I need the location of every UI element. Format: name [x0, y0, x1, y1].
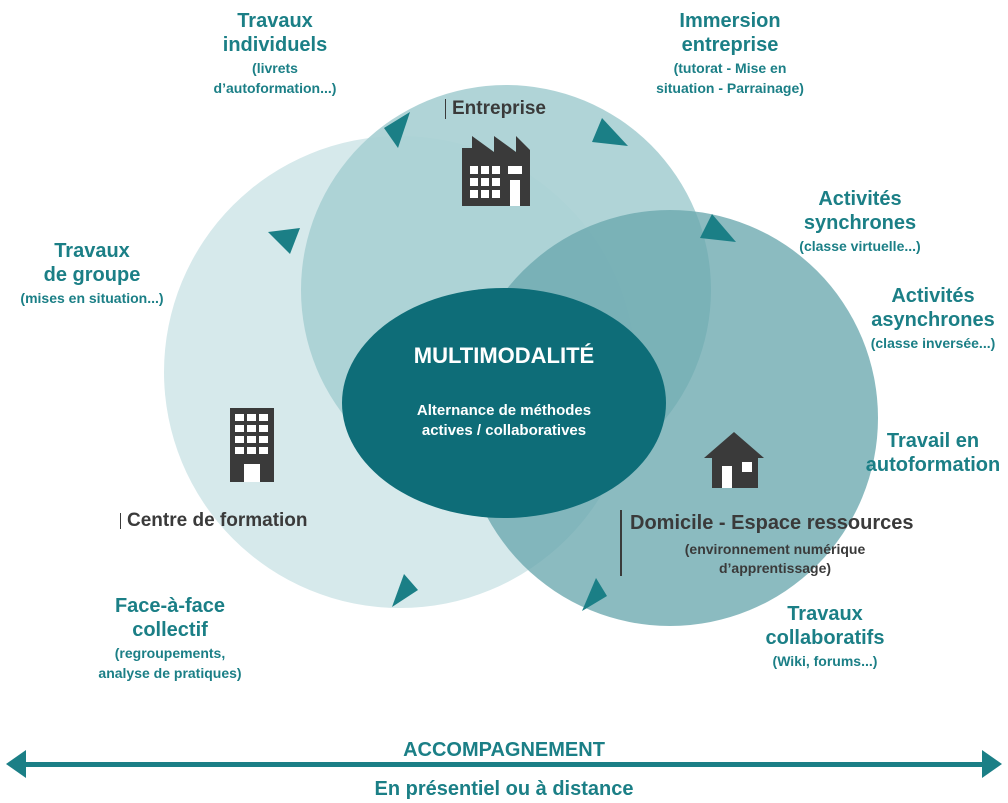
arrow-icon — [582, 578, 607, 611]
factory-icon — [462, 136, 530, 206]
house-icon — [704, 432, 764, 488]
place-entreprise: Entreprise — [445, 98, 546, 120]
arrow-icon — [268, 228, 300, 254]
center-ellipse — [342, 288, 666, 518]
label-face-a-face: Face-à-face collectif (regroupements, an… — [98, 595, 242, 681]
accompagnement-subtitle: En présentiel ou à distance — [374, 778, 634, 800]
center-subtitle-line1: Alternance de méthodes — [416, 402, 592, 419]
arrow-icon — [384, 112, 410, 148]
domicile-divider — [620, 510, 622, 576]
accompagnement-arrow — [6, 750, 1002, 778]
arrow-icon — [392, 574, 418, 607]
label-immersion-entreprise: Immersion entreprise (tutorat - Mise en … — [656, 10, 804, 96]
accompagnement-title: ACCOMPAGNEMENT — [403, 739, 605, 761]
office-building-icon — [230, 408, 274, 482]
label-activites-asynchrones: Activités asynchrones (classe inversée..… — [870, 285, 996, 352]
place-centre-formation: Centre de formation — [120, 510, 308, 532]
label-travaux-individuels: Travaux individuels (livrets d’autoforma… — [213, 10, 337, 96]
label-travaux-groupe: Travaux de groupe (mises en situation...… — [20, 240, 164, 307]
cycle-arrows — [268, 112, 736, 611]
arrow-icon — [700, 214, 736, 242]
domicile-subtitle: (environnement numérique d’apprentissage… — [684, 541, 866, 576]
center-title: MULTIMODALITÉ — [413, 343, 595, 368]
place-domicile: Domicile - Espace ressources — [630, 512, 914, 534]
center-subtitle-line2: actives / collaboratives — [421, 421, 587, 439]
label-travaux-collaboratifs: Travaux collaboratifs (Wiki, forums...) — [765, 603, 885, 670]
label-activites-synchrones: Activités synchrones (classe virtuelle..… — [799, 188, 921, 255]
center-subtitle: Alternance de méthodes actives / collabo… — [370, 401, 638, 440]
label-travail-autoformation: Travail en autoformation — [865, 430, 1001, 476]
arrow-icon — [592, 118, 628, 146]
